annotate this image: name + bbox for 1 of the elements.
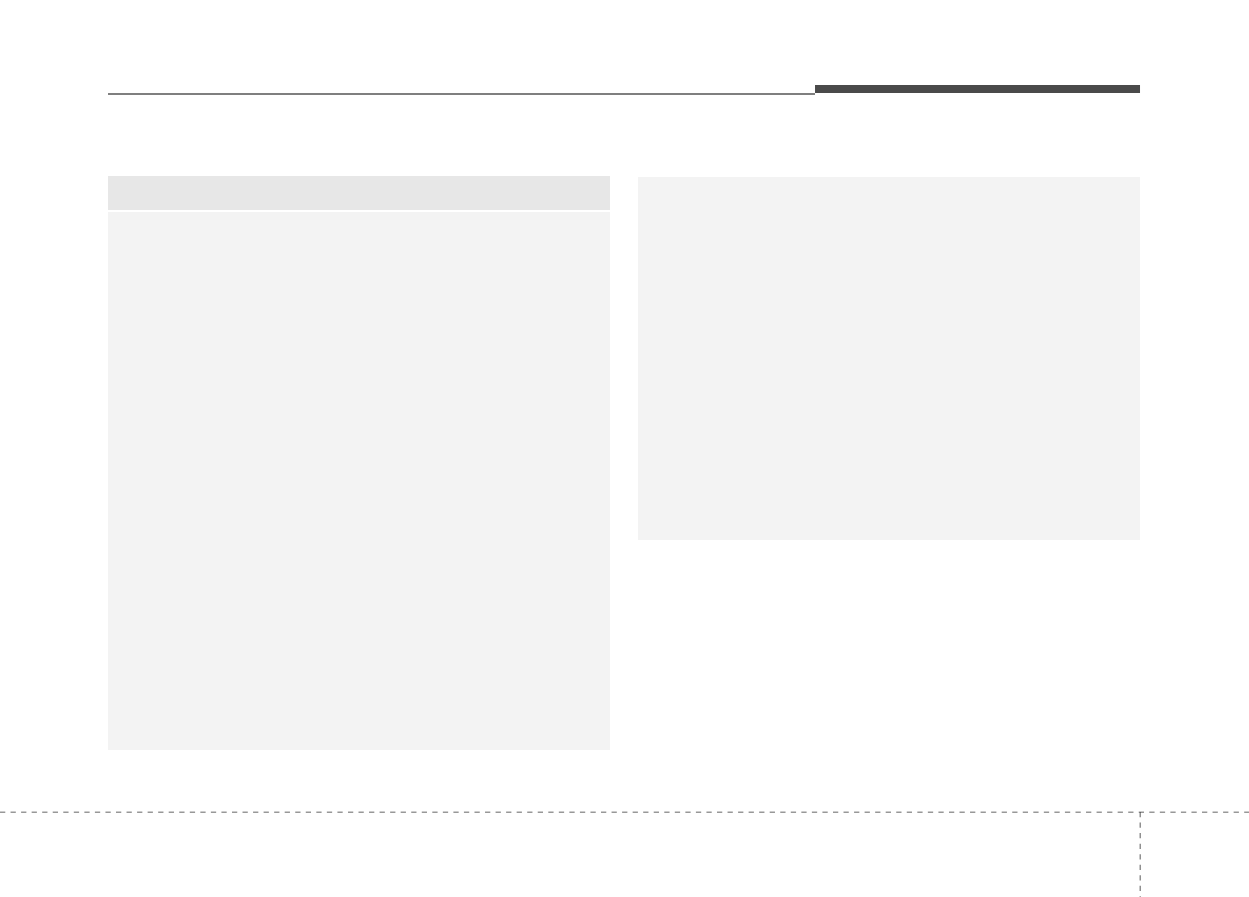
header-band: [108, 176, 610, 210]
